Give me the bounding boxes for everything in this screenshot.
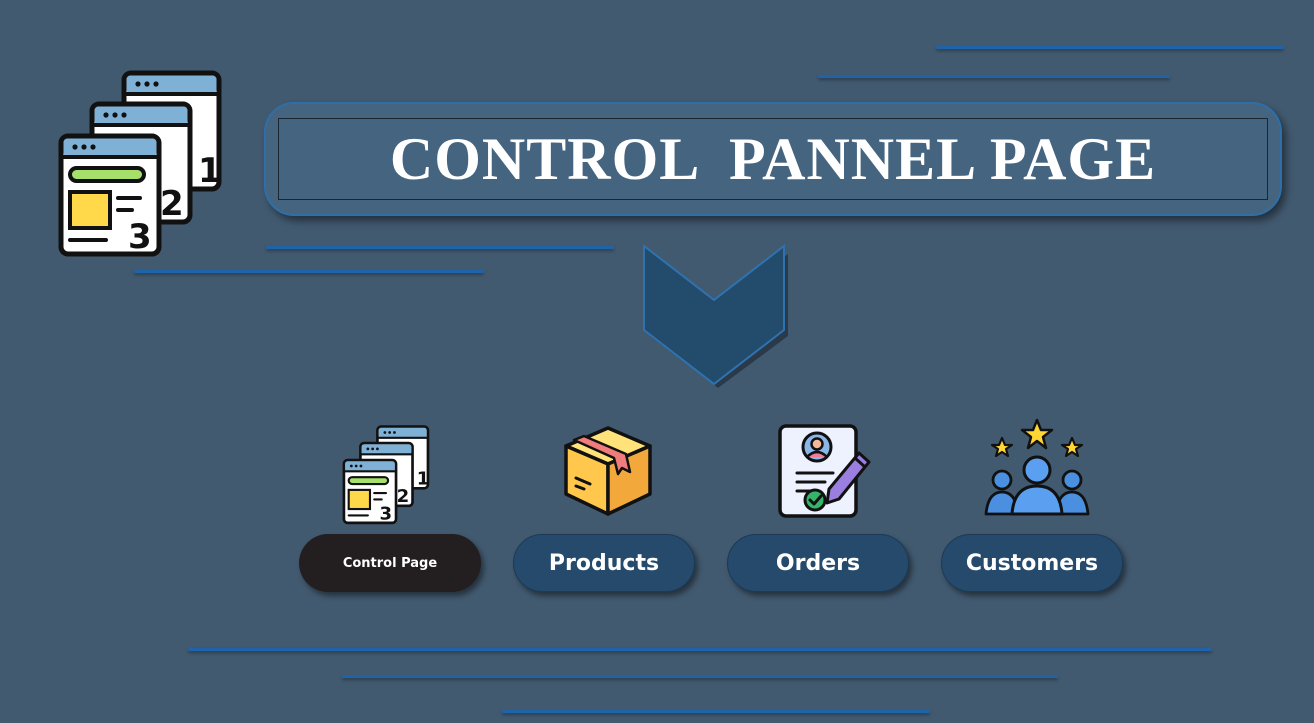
nav-button-label: Products bbox=[548, 550, 660, 576]
decorative-line bbox=[266, 246, 614, 249]
package-box-icon bbox=[562, 422, 654, 523]
decorative-line bbox=[134, 270, 484, 273]
svg-text:1: 1 bbox=[198, 151, 222, 191]
decorative-line bbox=[502, 710, 930, 713]
decorative-line bbox=[818, 75, 1170, 78]
nav-button-customers[interactable]: Customers bbox=[941, 534, 1123, 592]
pages-icon: 1 2 3 bbox=[58, 70, 226, 258]
decorative-line bbox=[936, 46, 1284, 49]
customers-stars-icon bbox=[984, 418, 1090, 523]
svg-text:1: 1 bbox=[417, 469, 430, 490]
title-frame: CONTROL PANNEL PAGE bbox=[278, 118, 1268, 200]
svg-text:2: 2 bbox=[397, 486, 410, 507]
nav-button-label: Customers bbox=[965, 550, 1099, 576]
svg-text:3: 3 bbox=[128, 217, 152, 257]
decorative-line bbox=[342, 675, 1058, 678]
chevron-down-icon bbox=[636, 243, 792, 388]
nav-button-orders[interactable]: Orders bbox=[727, 534, 909, 592]
nav-button-products[interactable]: Products bbox=[513, 534, 695, 592]
page-title: CONTROL PANNEL PAGE bbox=[389, 125, 1157, 192]
order-document-icon bbox=[777, 423, 873, 524]
pages-icon: 1 2 3 bbox=[342, 425, 432, 530]
nav-button-label: Control Page bbox=[342, 555, 438, 571]
svg-text:3: 3 bbox=[380, 504, 393, 525]
decorative-line bbox=[188, 648, 1212, 651]
title-banner: CONTROL PANNEL PAGE bbox=[264, 102, 1282, 216]
nav-button-control-page[interactable]: Control Page bbox=[299, 534, 481, 592]
svg-text:2: 2 bbox=[160, 184, 184, 224]
nav-button-label: Orders bbox=[775, 550, 861, 576]
